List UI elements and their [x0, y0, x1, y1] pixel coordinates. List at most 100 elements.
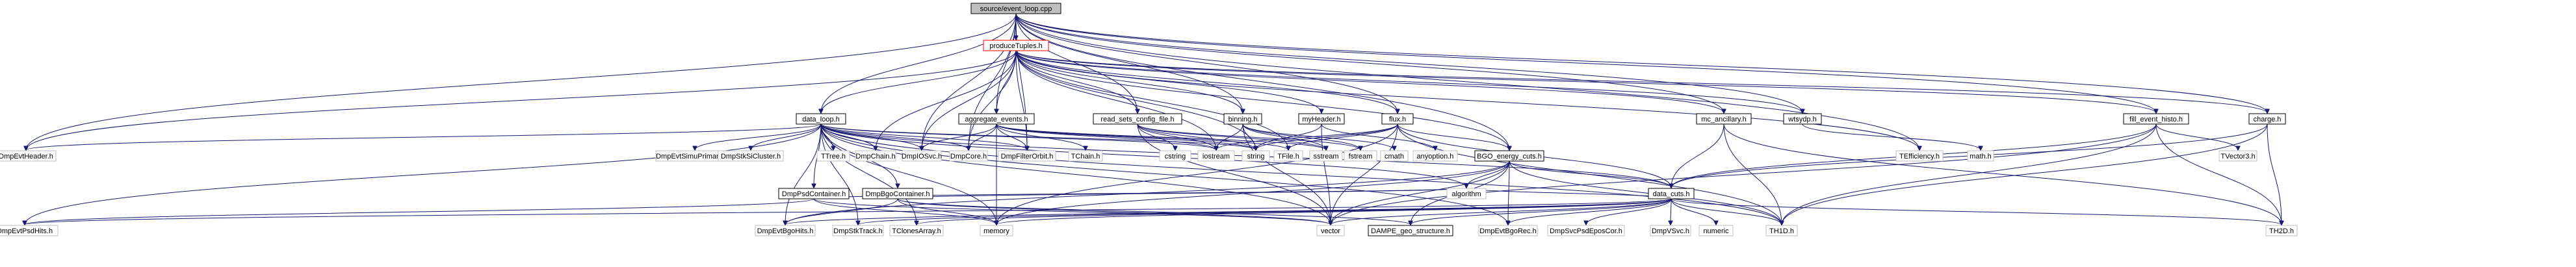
node-math[interactable]: math.h	[1967, 150, 1994, 162]
node-aggregate[interactable]: aggregate_events.h	[958, 113, 1035, 125]
node-label-produceTuples: produceTuples.h	[989, 42, 1043, 50]
node-string[interactable]: string	[1242, 150, 1270, 162]
edge-read_sets-to-sstream	[1137, 123, 1326, 150]
node-label-aggregate: aggregate_events.h	[965, 116, 1028, 123]
node-fstream[interactable]: fstream	[1344, 150, 1377, 162]
node-produceTuples[interactable]: produceTuples.h	[983, 40, 1049, 51]
node-algorithm[interactable]: algorithm	[1446, 188, 1487, 199]
edge-flux-to-iostream	[1216, 123, 1398, 150]
edge-produceTuples-to-binning	[1015, 50, 1243, 113]
node-DmpFilterOrbit[interactable]: DmpFilterOrbit.h	[998, 150, 1056, 162]
node-DmpStkTrack[interactable]: DmpStkTrack.h	[832, 225, 884, 236]
node-TVector3[interactable]: TVector3.h	[2218, 150, 2257, 162]
node-vector[interactable]: vector	[1316, 225, 1345, 236]
edge-DmpBgoContainer-to-DAMPE_geo	[897, 198, 1411, 225]
node-DmpChain[interactable]: DmpChain.h	[855, 150, 896, 162]
edge-root-to-wtsydp	[1015, 13, 1802, 113]
node-label-string: string	[1247, 153, 1265, 160]
node-cstring[interactable]: cstring	[1159, 150, 1191, 162]
edge-data_cuts-to-DmpStkTrack	[858, 198, 1672, 225]
edge-produceTuples-to-mc_ancillary	[1015, 50, 1724, 113]
node-box-DmpStkTrack	[832, 225, 884, 236]
node-DmpIOSvc[interactable]: DmpIOSvc.h	[902, 150, 942, 162]
edge-bgo_energy_cuts-to-memory	[996, 160, 1510, 225]
node-DmpEvtBgoHits[interactable]: DmpEvtBgoHits.h	[755, 225, 816, 236]
node-DmpStkSiCluster[interactable]: DmpStkSiCluster.h	[718, 150, 784, 162]
edge-data_loop-to-DmpFilterOrbit	[820, 123, 1027, 150]
node-box-vector	[1316, 225, 1345, 236]
node-label-data_loop: data_loop.h	[802, 116, 840, 123]
node-fill_event_histo[interactable]: fill_event_histo.h	[2123, 113, 2189, 125]
node-DmpEvtBgoRec[interactable]: DmpEvtBgoRec.h	[1478, 225, 1538, 236]
node-box-math	[1967, 150, 1994, 162]
edge-DmpBgoContainer-to-memory	[897, 198, 996, 225]
edge-data_cuts-to-DmpEvtBgoRec	[1508, 198, 1672, 225]
node-TClonesArray[interactable]: TClonesArray.h	[889, 225, 944, 236]
node-root[interactable]: source/event_loop.cpp	[970, 3, 1061, 14]
node-TH2D[interactable]: TH2D.h	[2265, 225, 2298, 236]
node-label-DmpCore: DmpCore.h	[950, 153, 987, 160]
node-data_loop[interactable]: data_loop.h	[796, 113, 846, 125]
node-sstream[interactable]: sstream	[1309, 150, 1343, 162]
edge-read_sets-to-iostream	[1137, 123, 1216, 150]
edge-root-to-bgo_energy_cuts	[1015, 13, 1509, 150]
node-DAMPE_geo[interactable]: DAMPE_geo_structure.h	[1368, 225, 1453, 236]
node-box-DmpPsdContainer	[778, 188, 850, 199]
node-read_sets[interactable]: read_sets_config_file.h	[1093, 113, 1182, 125]
node-cmath[interactable]: cmath	[1380, 150, 1409, 162]
edge-produceTuples-to-iostream	[1015, 50, 1216, 150]
node-box-DmpEvtPsdHits	[0, 225, 59, 236]
node-anyoption[interactable]: anyoption.h	[1412, 150, 1458, 162]
edge-mc_ancillary-to-TH2D	[1723, 123, 2282, 225]
edge-root-to-mc_ancillary	[1015, 13, 1724, 113]
edge-wtsydp-to-math	[1802, 123, 1981, 150]
node-DmpEvtHeader[interactable]: DmpEvtHeader.h	[0, 150, 57, 162]
node-charge[interactable]: charge.h	[2248, 113, 2286, 125]
node-wtsydp[interactable]: wtsydp.h	[1783, 113, 1822, 125]
node-DmpCore[interactable]: DmpCore.h	[949, 150, 988, 162]
node-TH1D[interactable]: TH1D.h	[1765, 225, 1798, 236]
node-DmpVSvc[interactable]: DmpVSvc.h	[1650, 225, 1691, 236]
node-label-myHeader: myHeader.h	[1302, 116, 1340, 123]
node-label-TChain: TChain.h	[1071, 153, 1100, 160]
node-box-DmpSvcPsdEposCor	[1547, 225, 1625, 236]
node-DmpSvcPsdEposCor[interactable]: DmpSvcPsdEposCor.h	[1547, 225, 1625, 236]
node-bgo_energy_cuts[interactable]: BGO_energy_cuts.h	[1474, 150, 1544, 162]
node-label-DmpEvtSimuPrimaries: DmpEvtSimuPrimaries.h	[656, 153, 734, 160]
node-TEfficiency[interactable]: TEfficiency.h	[1895, 150, 1944, 162]
node-label-DmpPsdContainer: DmpPsdContainer.h	[782, 190, 846, 198]
edge-data_cuts-to-numeric	[1671, 198, 1716, 225]
node-flux[interactable]: flux.h	[1381, 113, 1414, 125]
edge-aggregate-to-DmpCore	[969, 123, 997, 150]
node-DmpBgoContainer[interactable]: DmpBgoContainer.h	[862, 188, 933, 199]
node-memory[interactable]: memory	[980, 225, 1013, 236]
node-DmpEvtPsdHits[interactable]: DmpEvtPsdHits.h	[0, 225, 59, 236]
node-numeric[interactable]: numeric	[1698, 225, 1734, 236]
edge-root-to-DmpFilterOrbit	[1015, 13, 1027, 150]
edge-produceTuples-to-flux	[1015, 50, 1398, 113]
node-binning[interactable]: binning.h	[1223, 113, 1262, 125]
node-box-cmath	[1380, 150, 1409, 162]
node-label-wtsydp: wtsydp.h	[1788, 116, 1816, 123]
edge-data_loop-to-DmpStkSiCluster	[751, 123, 822, 150]
edge-myHeader-to-anyoption	[1321, 123, 1435, 150]
node-data_cuts[interactable]: data_cuts.h	[1648, 188, 1695, 199]
node-iostream[interactable]: iostream	[1197, 150, 1235, 162]
node-mc_ancillary[interactable]: mc_ancillary.h	[1696, 113, 1752, 125]
node-box-sstream	[1309, 150, 1343, 162]
node-box-DmpChain	[855, 150, 896, 162]
node-box-aggregate	[958, 113, 1035, 125]
edge-produceTuples-to-DmpEvtHeader	[26, 50, 1017, 150]
node-label-DmpChain: DmpChain.h	[855, 153, 895, 160]
node-TChain[interactable]: TChain.h	[1068, 150, 1103, 162]
node-TTree[interactable]: TTree.h	[816, 150, 850, 162]
node-label-anyoption: anyoption.h	[1417, 153, 1454, 160]
node-box-myHeader	[1298, 113, 1345, 125]
edge-root-to-data_loop	[821, 13, 1017, 113]
edge-data_cuts-to-DmpSvcPsdEposCor	[1586, 198, 1672, 225]
edge-root-to-DmpEvtHeader	[26, 13, 1017, 150]
node-myHeader[interactable]: myHeader.h	[1298, 113, 1345, 125]
node-DmpPsdContainer[interactable]: DmpPsdContainer.h	[778, 188, 850, 199]
edge-root-to-DmpCore	[969, 13, 1017, 150]
node-TFile[interactable]: TFile.h	[1273, 150, 1303, 162]
